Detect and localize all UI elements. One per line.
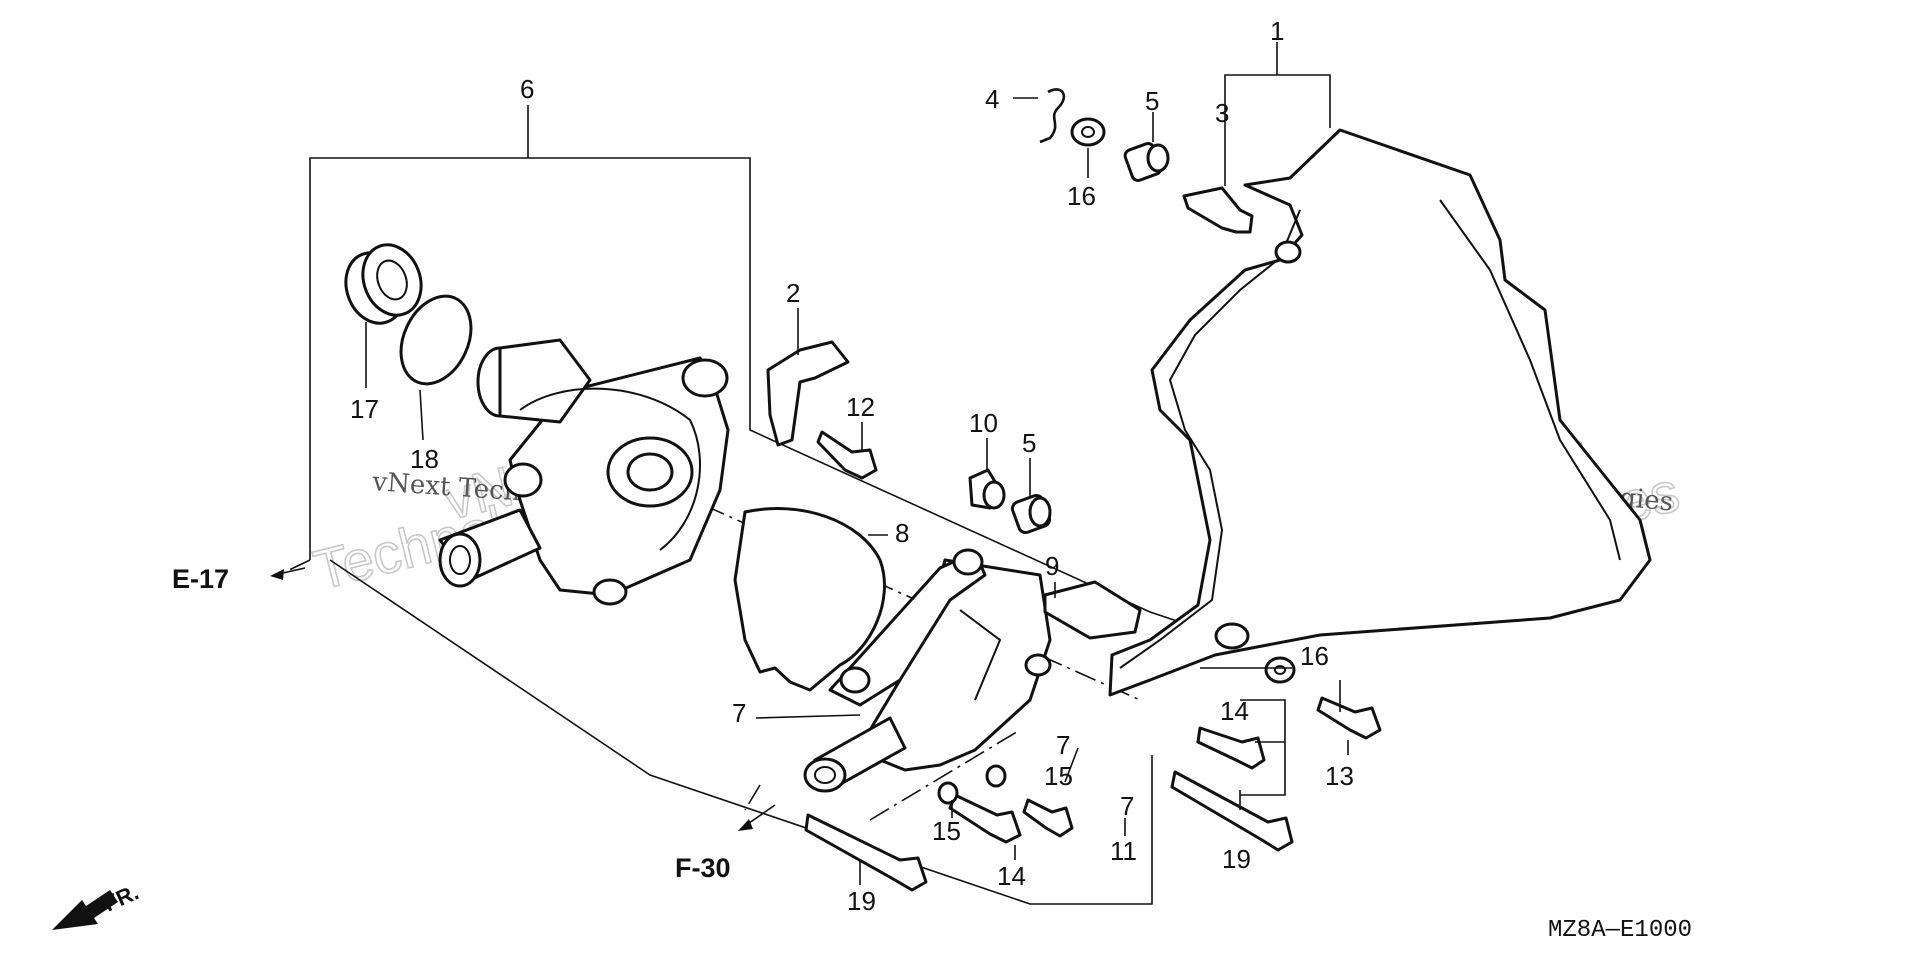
part-bolt-14-right (1196, 726, 1266, 770)
part-collar-10 (968, 468, 1006, 510)
callout-8: 8 (895, 518, 909, 548)
part-washer-15-right (985, 764, 1007, 788)
callout-7-right: 7 (1120, 791, 1134, 821)
callout-15-left: 15 (932, 816, 961, 846)
part-long-bolt-19-left (804, 813, 928, 892)
callout-1: 1 (1270, 16, 1284, 46)
reference-f30: F-30 (675, 804, 776, 883)
callout-4: 4 (985, 84, 999, 114)
callout-7-left: 7 (732, 698, 746, 728)
part-washer-16-top (1070, 117, 1106, 147)
callout-11: 11 (1110, 836, 1137, 866)
front-direction-indicator: FR. (52, 879, 142, 930)
callout-16-top: 16 (1067, 181, 1096, 211)
part-bolt-11 (1022, 798, 1074, 838)
callout-19-right: 19 (1222, 844, 1251, 874)
part-pump-cover (803, 548, 1052, 793)
callout-9: 9 (1045, 551, 1059, 581)
part-washer-15-left (937, 781, 959, 805)
leader-lines (365, 97, 1349, 885)
part-grommet-5-top (1123, 142, 1170, 182)
callout-numbers: 1 2 3 4 5 5 6 7 7 7 8 9 10 11 12 13 14 1… (350, 16, 1354, 916)
callout-5-lower: 5 (1022, 428, 1036, 458)
callout-3: 3 (1215, 98, 1229, 128)
part-bolt-12 (816, 430, 878, 480)
callout-7-middle: 7 (1056, 730, 1070, 760)
callout-15-right: 15 (1044, 761, 1073, 791)
part-long-bolt-19-right (1170, 770, 1294, 852)
part-cover (1108, 128, 1652, 697)
callout-18: 18 (410, 444, 439, 474)
callout-17: 17 (350, 394, 379, 424)
reference-e17-label: E-17 (172, 564, 229, 594)
part-clip (1039, 88, 1066, 144)
part-oil-seal (344, 243, 423, 325)
callout-16-lower: 16 (1300, 641, 1329, 671)
callout-14-lower: 14 (997, 861, 1026, 891)
diagram-code: MZ8A—E1000 (1548, 917, 1692, 944)
callout-19-left: 19 (847, 886, 876, 916)
part-washer-16-lower (1264, 656, 1296, 684)
part-grommet-5-lower (1010, 493, 1052, 535)
front-arrow-icon (52, 890, 118, 930)
callout-13: 13 (1325, 761, 1354, 791)
callout-14-right: 14 (1220, 696, 1249, 726)
part-o-ring-18 (399, 294, 473, 386)
part-collar-bolt (1182, 186, 1254, 234)
callout-10: 10 (969, 408, 998, 438)
part-bracket (766, 340, 850, 447)
reference-f30-label: F-30 (675, 853, 731, 883)
callout-6: 6 (520, 74, 534, 104)
assembly-bracket-1 (1224, 42, 1331, 128)
callout-2: 2 (786, 278, 800, 308)
part-bolt-13 (1316, 696, 1382, 740)
front-direction-label: FR. (100, 879, 143, 916)
assembly-bracket-6 (309, 105, 1181, 905)
reference-e17: E-17 (172, 564, 306, 594)
part-gasket (733, 507, 886, 692)
part-bolt-14-lower (948, 793, 1022, 844)
callout-12: 12 (846, 392, 875, 422)
callout-5-top: 5 (1145, 86, 1159, 116)
part-plate (1043, 580, 1142, 640)
part-pump-body (438, 338, 730, 606)
